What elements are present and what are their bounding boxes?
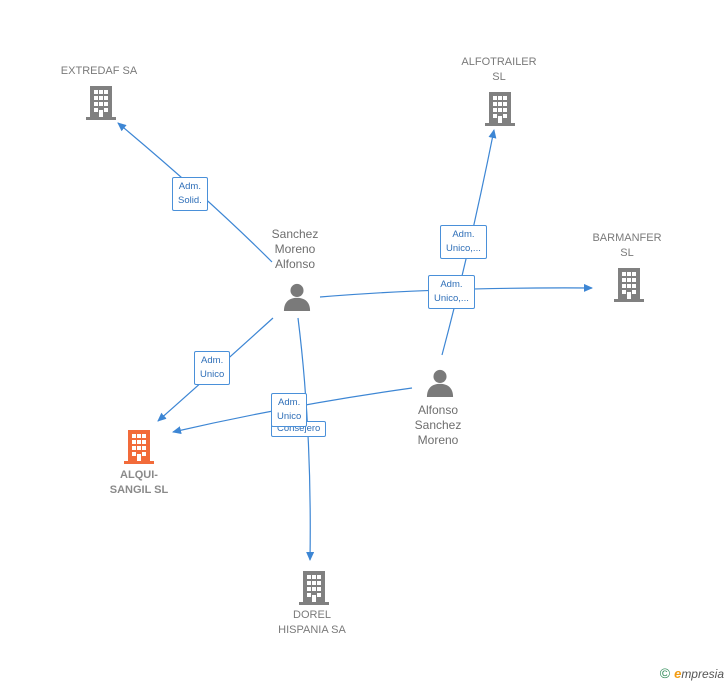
- copyright-icon: ©: [659, 665, 671, 681]
- brand-name: mpresia: [681, 667, 724, 681]
- building-icon[interactable]: [485, 92, 515, 126]
- edge-label-adm-unico-alfotrailer[interactable]: Adm. Unico,...: [440, 225, 487, 259]
- edge-label-adm-solid[interactable]: Adm. Solid.: [172, 177, 208, 211]
- edge-sanchez-dorel: [297, 317, 315, 561]
- edge-label-adm-unico-barmanfer[interactable]: Adm. Unico,...: [428, 275, 475, 309]
- building-icon[interactable]: [614, 268, 644, 302]
- company-label-alqui-sangil[interactable]: ALQUI- SANGIL SL: [109, 469, 169, 496]
- person-icon[interactable]: [426, 369, 454, 397]
- building-icon[interactable]: [86, 86, 116, 120]
- brand-initial: e: [674, 666, 682, 681]
- company-label-barmanfer[interactable]: BARMANFER SL: [592, 232, 662, 259]
- person-icon[interactable]: [283, 283, 311, 311]
- person-label-sanchez[interactable]: Sanchez Moreno Alfonso: [271, 227, 319, 271]
- edge-label-adm-unico-alqui[interactable]: Adm. Unico: [194, 351, 231, 385]
- company-icons: [86, 86, 644, 605]
- edge-label-adm-unico-dorel[interactable]: Adm. Unico: [271, 393, 308, 427]
- company-label-alfotrailer[interactable]: ALFOTRAILER SL: [461, 56, 537, 83]
- company-label-dorel[interactable]: DOREL HISPANIA SA: [278, 609, 346, 636]
- company-label-extredaf[interactable]: EXTREDAF SA: [60, 65, 138, 77]
- footer-brand: ©empresia: [660, 665, 724, 681]
- building-icon[interactable]: [124, 430, 154, 464]
- building-icon[interactable]: [299, 571, 329, 605]
- person-label-alfonso[interactable]: Alfonso Sanchez Moreno: [414, 403, 462, 447]
